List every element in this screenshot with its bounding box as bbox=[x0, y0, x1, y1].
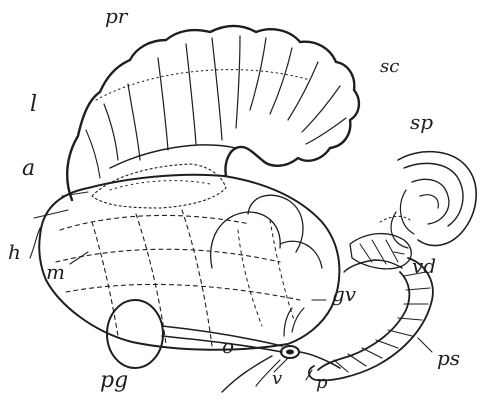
label-pg: pg bbox=[100, 370, 128, 392]
label-p: p bbox=[316, 374, 328, 392]
label-ps: ps bbox=[437, 348, 460, 368]
label-h: h bbox=[8, 242, 21, 262]
label-vd: vd bbox=[412, 256, 436, 276]
label-sp: sp bbox=[410, 112, 433, 132]
label-pr: pr bbox=[105, 6, 127, 26]
pedunculated-gland bbox=[107, 300, 282, 368]
label-gv: gv bbox=[332, 284, 356, 304]
label-v: v bbox=[272, 370, 282, 388]
label-m: m bbox=[46, 262, 65, 282]
label-l: l bbox=[30, 94, 37, 116]
spermatheca bbox=[350, 152, 476, 269]
lobed-organ bbox=[67, 26, 359, 200]
label-a: a bbox=[22, 158, 35, 180]
label-sc: sc bbox=[380, 58, 399, 76]
dotted-gland bbox=[92, 164, 226, 208]
label-o: o bbox=[222, 336, 234, 356]
